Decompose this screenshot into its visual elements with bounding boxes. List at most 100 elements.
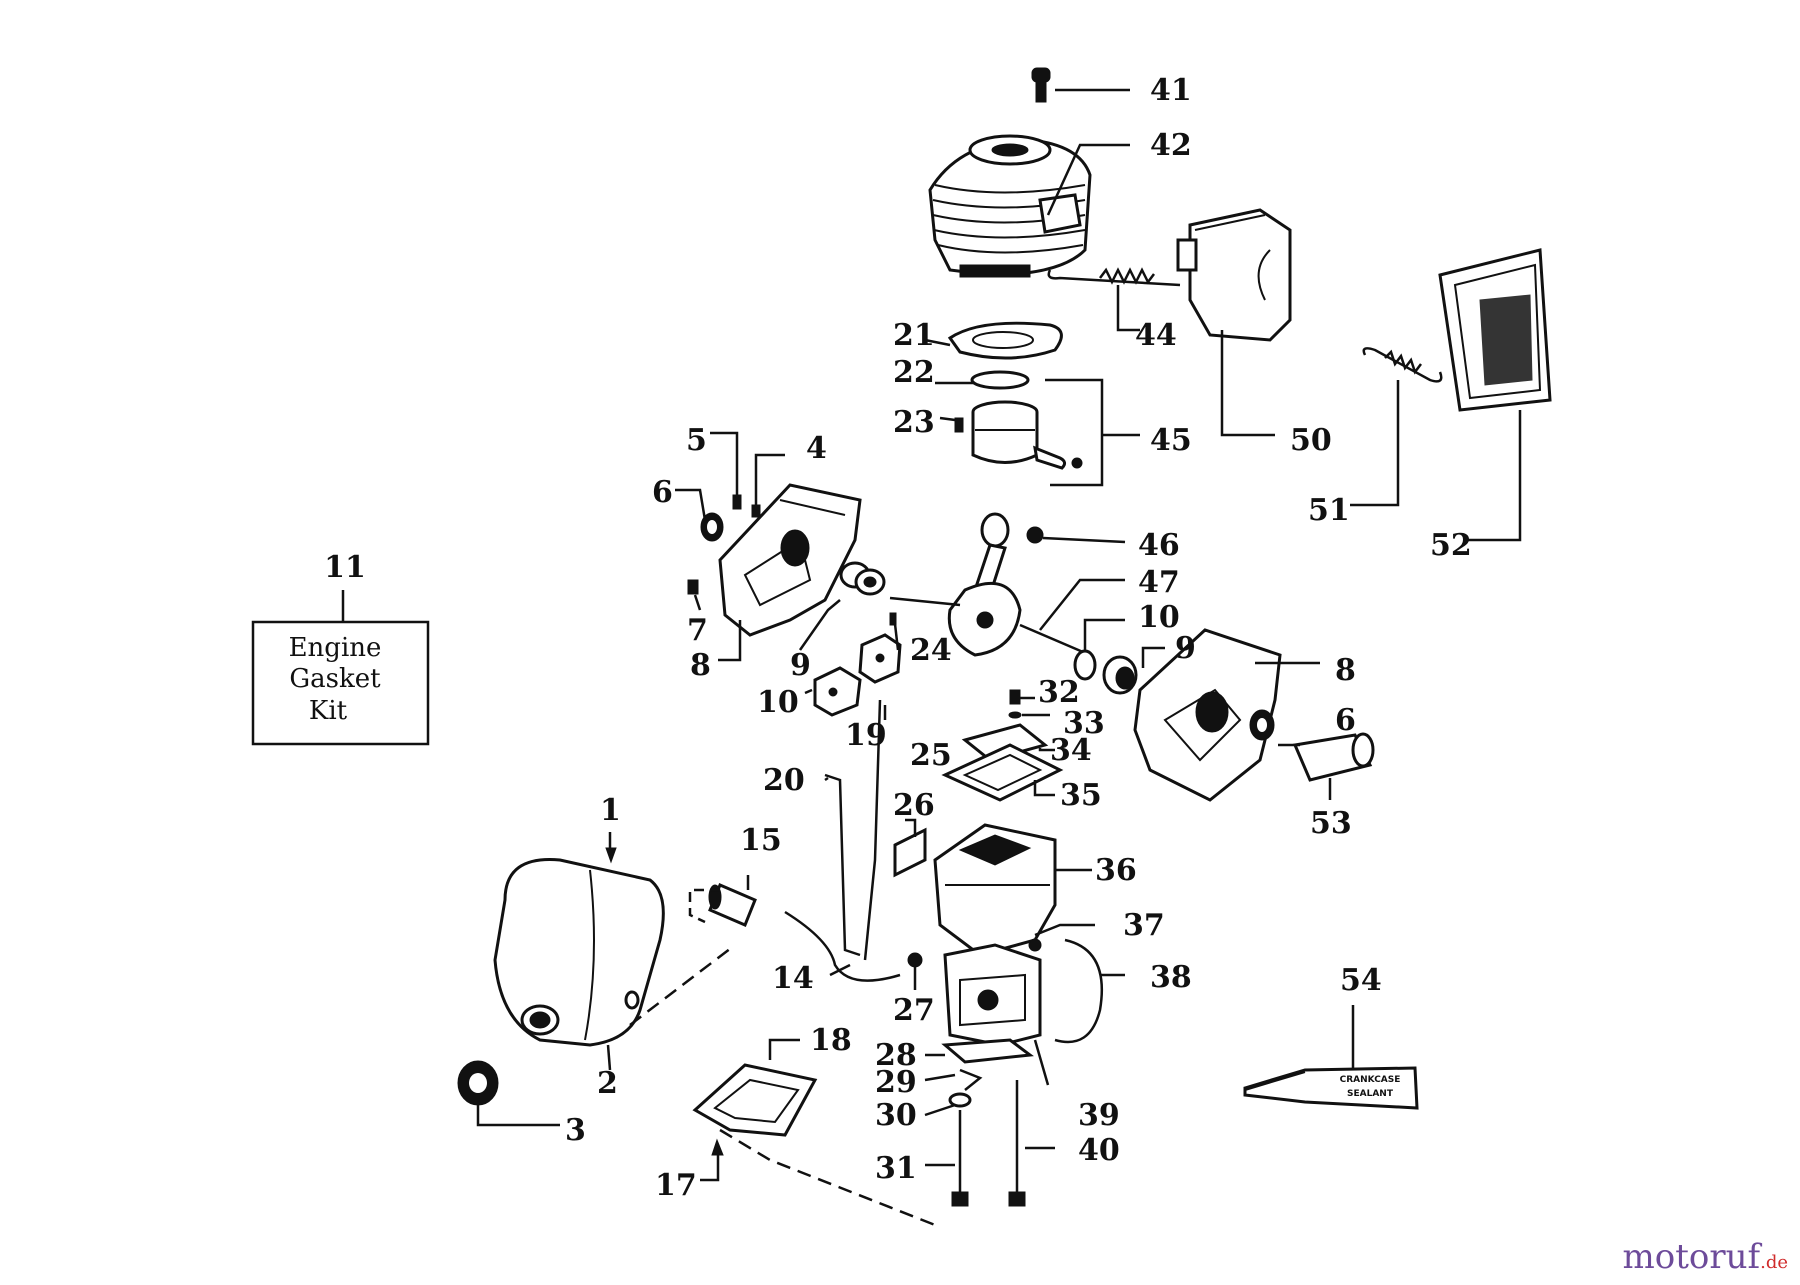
part-36-carburetor-housing xyxy=(933,823,1057,957)
label-19: 19 xyxy=(845,718,887,753)
label-47: 47 xyxy=(1138,565,1180,600)
part-9-bearing-right xyxy=(1102,655,1138,695)
part-35-gasket xyxy=(941,743,1064,802)
part-46-bearing xyxy=(1026,526,1044,544)
part-10-block xyxy=(813,666,862,717)
part-32-screw xyxy=(1009,689,1021,705)
label-37: 37 xyxy=(1123,908,1165,943)
label-30: 30 xyxy=(875,1098,917,1133)
label-9: 9 xyxy=(1175,631,1196,666)
label-7: 7 xyxy=(687,613,708,648)
label-10-left: 10 xyxy=(757,685,799,720)
label-10: 10 xyxy=(1138,600,1180,635)
engine-gasket-kit-box: Engine Gasket Kit 11 xyxy=(251,550,430,746)
part-labels: 41 42 44 50 52 51 21 22 45 23 5 4 6 46 4… xyxy=(565,73,1472,1203)
label-24: 24 xyxy=(910,633,952,668)
part-40-bolt xyxy=(1008,1080,1026,1207)
label-29: 29 xyxy=(875,1065,917,1100)
label-8-left: 8 xyxy=(690,648,711,683)
label-1: 1 xyxy=(600,793,621,828)
label-26: 26 xyxy=(893,788,935,823)
label-34: 34 xyxy=(1050,733,1092,768)
label-45: 45 xyxy=(1150,423,1192,458)
kit-line3: Kit xyxy=(309,696,348,726)
label-20: 20 xyxy=(763,763,805,798)
part-24-key xyxy=(889,612,897,626)
part-52-air-filter-housing xyxy=(1438,248,1552,412)
part-38-fuel-line xyxy=(1054,938,1104,1044)
part-21-gasket xyxy=(947,321,1063,360)
label-50: 50 xyxy=(1290,423,1332,458)
kit-line1: Engine xyxy=(289,633,382,663)
label-14: 14 xyxy=(772,961,814,996)
label-35: 35 xyxy=(1060,778,1102,813)
watermark-main: motoruf xyxy=(1622,1237,1761,1277)
label-54: 54 xyxy=(1340,963,1382,998)
label-9-left: 9 xyxy=(790,648,811,683)
part-7-screw xyxy=(687,579,699,595)
part-8-right-crankcase xyxy=(1133,628,1282,802)
label-53: 53 xyxy=(1310,806,1352,841)
label-21: 21 xyxy=(893,318,935,353)
label-5: 5 xyxy=(686,423,707,458)
part-47-crankshaft xyxy=(889,512,1091,657)
part-50-air-filter-cover xyxy=(1176,208,1292,342)
label-2: 2 xyxy=(597,1066,618,1101)
part-6-seal-left xyxy=(700,512,724,542)
leader-lines xyxy=(476,88,1522,1182)
label-28: 28 xyxy=(875,1038,917,1073)
label-42: 42 xyxy=(1150,128,1192,163)
label-17: 17 xyxy=(655,1168,697,1203)
part-23-piston xyxy=(954,400,1083,470)
label-6-right: 6 xyxy=(1335,703,1356,738)
label-18: 18 xyxy=(810,1023,852,1058)
label-4: 4 xyxy=(806,431,827,466)
part-54-crankcase-sealant: CRANKCASE SEALANT xyxy=(1243,1066,1419,1110)
part-33-washer xyxy=(1008,711,1022,719)
part-44-spring xyxy=(1047,267,1181,287)
part-20-choke-rod xyxy=(824,773,861,957)
part-53-sleeve xyxy=(1292,732,1375,782)
part-29-clip xyxy=(959,1068,983,1091)
label-15: 15 xyxy=(740,823,782,858)
part-8-left-crankcase xyxy=(718,483,862,637)
label-22: 22 xyxy=(893,355,935,390)
part-22-ring xyxy=(970,370,1030,390)
part-28-gasket xyxy=(941,1038,1034,1064)
sealant-line2: SEALANT xyxy=(1347,1089,1394,1099)
part-10-washer-right xyxy=(1073,649,1097,681)
label-6: 6 xyxy=(652,475,673,510)
label-46: 46 xyxy=(1138,528,1180,563)
part-1-screw xyxy=(605,847,617,864)
label-8: 8 xyxy=(1335,653,1356,688)
kit-line2: Gasket xyxy=(289,664,381,694)
part-42-cylinder xyxy=(928,134,1092,278)
label-23: 23 xyxy=(893,405,935,440)
part-27-carburetor xyxy=(907,943,1042,1047)
part-25-throttle-rod xyxy=(863,699,882,961)
label-31: 31 xyxy=(875,1151,917,1186)
label-27: 27 xyxy=(893,993,935,1028)
part-41-screw xyxy=(1031,67,1051,103)
label-39: 39 xyxy=(1078,1098,1120,1133)
part-30-washer xyxy=(948,1092,972,1108)
part-37-fitting xyxy=(1028,938,1042,952)
label-44: 44 xyxy=(1135,318,1177,353)
label-51: 51 xyxy=(1308,493,1350,528)
part-51-spring xyxy=(1362,347,1443,383)
watermark-domain: .de xyxy=(1760,1252,1788,1273)
part-9-bearing-left xyxy=(839,561,886,596)
label-25: 25 xyxy=(910,738,952,773)
part-2-fuel-tank xyxy=(493,858,665,1047)
part-14-fuel-hose xyxy=(784,910,901,982)
label-32: 32 xyxy=(1038,675,1080,710)
part-6-seal-right xyxy=(1249,709,1275,741)
part-3-fuel-cap xyxy=(457,1060,499,1106)
part-31-bolt xyxy=(951,1110,969,1207)
label-38: 38 xyxy=(1150,960,1192,995)
part-26-gasket xyxy=(893,827,927,878)
part-17-screw xyxy=(711,1138,724,1156)
watermark-logo: motoruf.de xyxy=(1623,1237,1788,1277)
label-41: 41 xyxy=(1150,73,1192,108)
